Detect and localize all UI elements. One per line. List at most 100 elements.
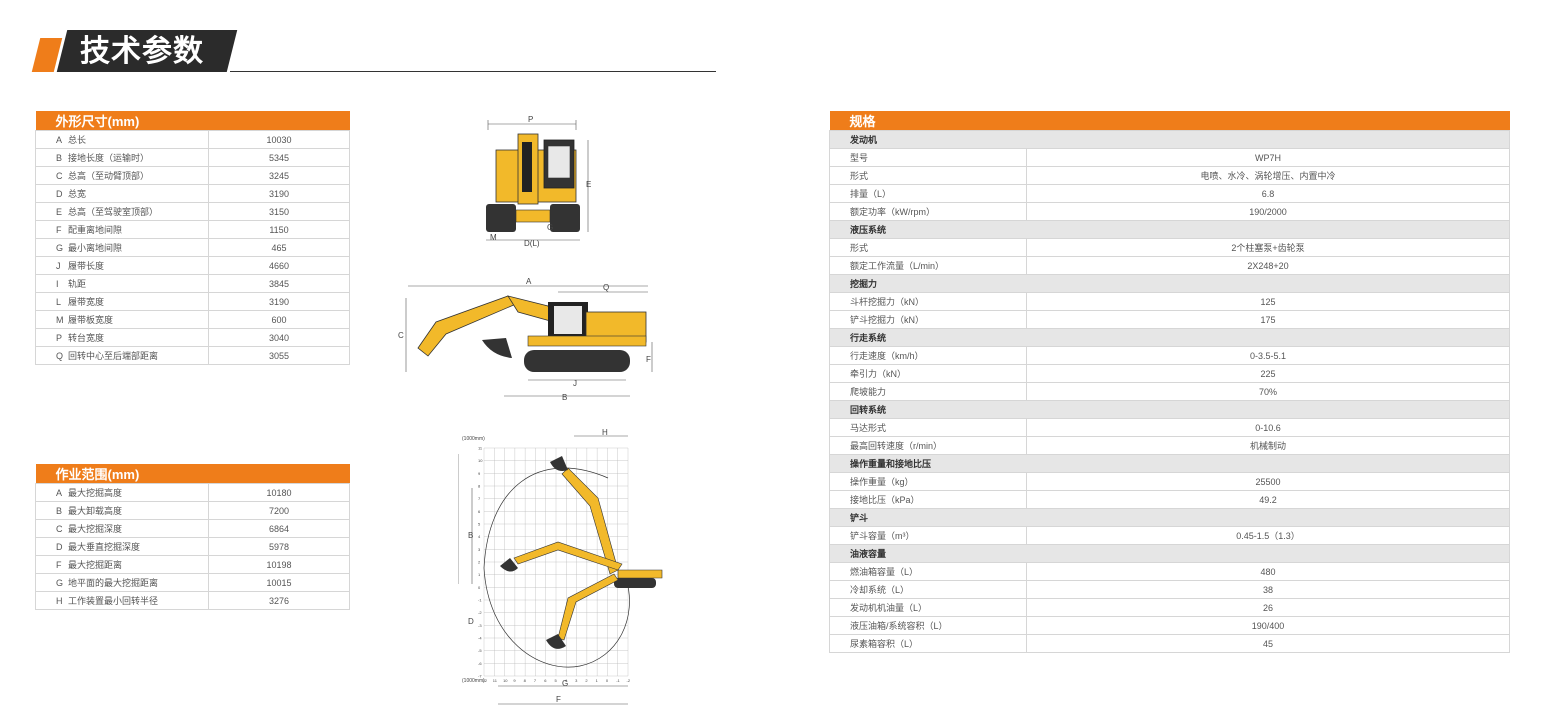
front-view-diagram: P E G M D(L) (486, 115, 591, 248)
table-row: 行走速度（km/h）0-3.5-5.1 (829, 346, 1510, 365)
spec-row-value: 190/2000 (1026, 202, 1510, 221)
y-tick-label: 2 (478, 560, 481, 565)
row-value: 3055 (208, 346, 350, 365)
row-label-text: 最小离地间隙 (68, 243, 123, 253)
spec-row-value: 225 (1026, 364, 1510, 383)
spec-section-title: 挖掘力 (829, 274, 1510, 293)
x-tick-label: 1 (596, 678, 599, 683)
row-label-text: 总宽 (68, 189, 87, 199)
y-tick-label: 7 (478, 496, 481, 501)
x-tick-label: 7 (534, 678, 537, 683)
side-label-j: J (573, 379, 577, 388)
spec-row-label: 液压油箱/系统容积（L） (829, 616, 1027, 635)
table-row: 铲斗挖掘力（kN）175 (829, 310, 1510, 329)
row-value: 4660 (208, 256, 350, 275)
row-letter: B (56, 506, 63, 516)
table-row: 额定功率（kW/rpm）190/2000 (829, 202, 1510, 221)
y-tick-label: 8 (478, 484, 481, 489)
spec-row-value: 电喷、水冷、涡轮增压、内置中冷 (1026, 166, 1510, 185)
row-label-text: 履带板宽度 (68, 315, 114, 325)
row-letter: A (56, 488, 63, 498)
table-row: 液压油箱/系统容积（L）190/400 (829, 616, 1510, 635)
spec-row-label: 行走速度（km/h） (829, 346, 1027, 365)
spec-row-label: 操作重量（kg） (829, 472, 1027, 491)
spec-row-label: 排量（L） (829, 184, 1027, 203)
spec-section-title: 回转系统 (829, 400, 1510, 419)
x-tick-label: 10 (503, 678, 508, 683)
row-label-text: 最大卸载高度 (68, 506, 123, 516)
spec-row-value: 2个柱塞泵+齿轮泵 (1026, 238, 1510, 257)
spec-row-label: 形式 (829, 238, 1027, 257)
front-label-dl: D(L) (524, 239, 540, 248)
dimensions-title: 外形尺寸(mm) (35, 111, 350, 131)
row-letter: G (56, 243, 64, 253)
row-label-text: 配重离地间隙 (68, 225, 123, 235)
x-tick-label: -2 (627, 678, 631, 683)
spec-row-value: 0.45-1.5（1.3） (1026, 526, 1510, 545)
row-value: 6864 (208, 519, 350, 538)
x-tick-label: 9 (513, 678, 516, 683)
row-label-text: 总长 (68, 135, 87, 145)
table-row: 斗杆挖掘力（kN）125 (829, 292, 1510, 311)
row-label-text: 最大挖掘高度 (68, 488, 123, 498)
row-label-text: 转台宽度 (68, 333, 105, 343)
y-tick-label: -6 (478, 661, 482, 666)
row-letter: L (56, 297, 62, 307)
table-row: 排量（L）6.8 (829, 184, 1510, 203)
row-value: 465 (208, 238, 350, 257)
spec-row-label: 最高回转速度（r/min） (829, 436, 1027, 455)
spec-section-title: 铲斗 (829, 508, 1510, 527)
row-value: 10030 (208, 130, 350, 149)
spec-row-value: 0-10.6 (1026, 418, 1510, 437)
side-label-a: A (526, 277, 532, 286)
row-letter: C (56, 524, 63, 534)
spec-row-label: 接地比压（kPa） (829, 490, 1027, 509)
spec-row-value: 38 (1026, 580, 1510, 599)
range-label-f: F (556, 695, 561, 704)
spec-row-value: 175 (1026, 310, 1510, 329)
row-letter: Q (56, 351, 64, 361)
row-label-text: 轨距 (68, 279, 87, 289)
y-tick-label: -3 (478, 623, 482, 628)
row-value: 10198 (208, 555, 350, 574)
spec-row-value: 70% (1026, 382, 1510, 401)
spec-row-label: 形式 (829, 166, 1027, 185)
row-value: 600 (208, 310, 350, 329)
row-label-text: 最大垂直挖掘深度 (68, 542, 141, 552)
row-letter: D (56, 189, 63, 199)
table-row: 尿素箱容积（L）45 (829, 634, 1510, 653)
row-label-text: 总高（至动臂顶部） (68, 171, 150, 181)
spec-row-value: 0-3.5-5.1 (1026, 346, 1510, 365)
row-value: 5978 (208, 537, 350, 556)
spec-row-label: 铲斗挖掘力（kN） (829, 310, 1027, 329)
spec-row-label: 型号 (829, 148, 1027, 167)
spec-section-header: 发动机 (829, 130, 1510, 149)
row-label-text: 履带宽度 (68, 297, 105, 307)
table-row: 操作重量（kg）25500 (829, 472, 1510, 491)
spec-section-header: 液压系统 (829, 220, 1510, 239)
y-tick-label: 4 (478, 534, 481, 539)
row-label-text: 工作装置最小回转半径 (68, 596, 159, 606)
range-label-d: D (468, 617, 474, 626)
